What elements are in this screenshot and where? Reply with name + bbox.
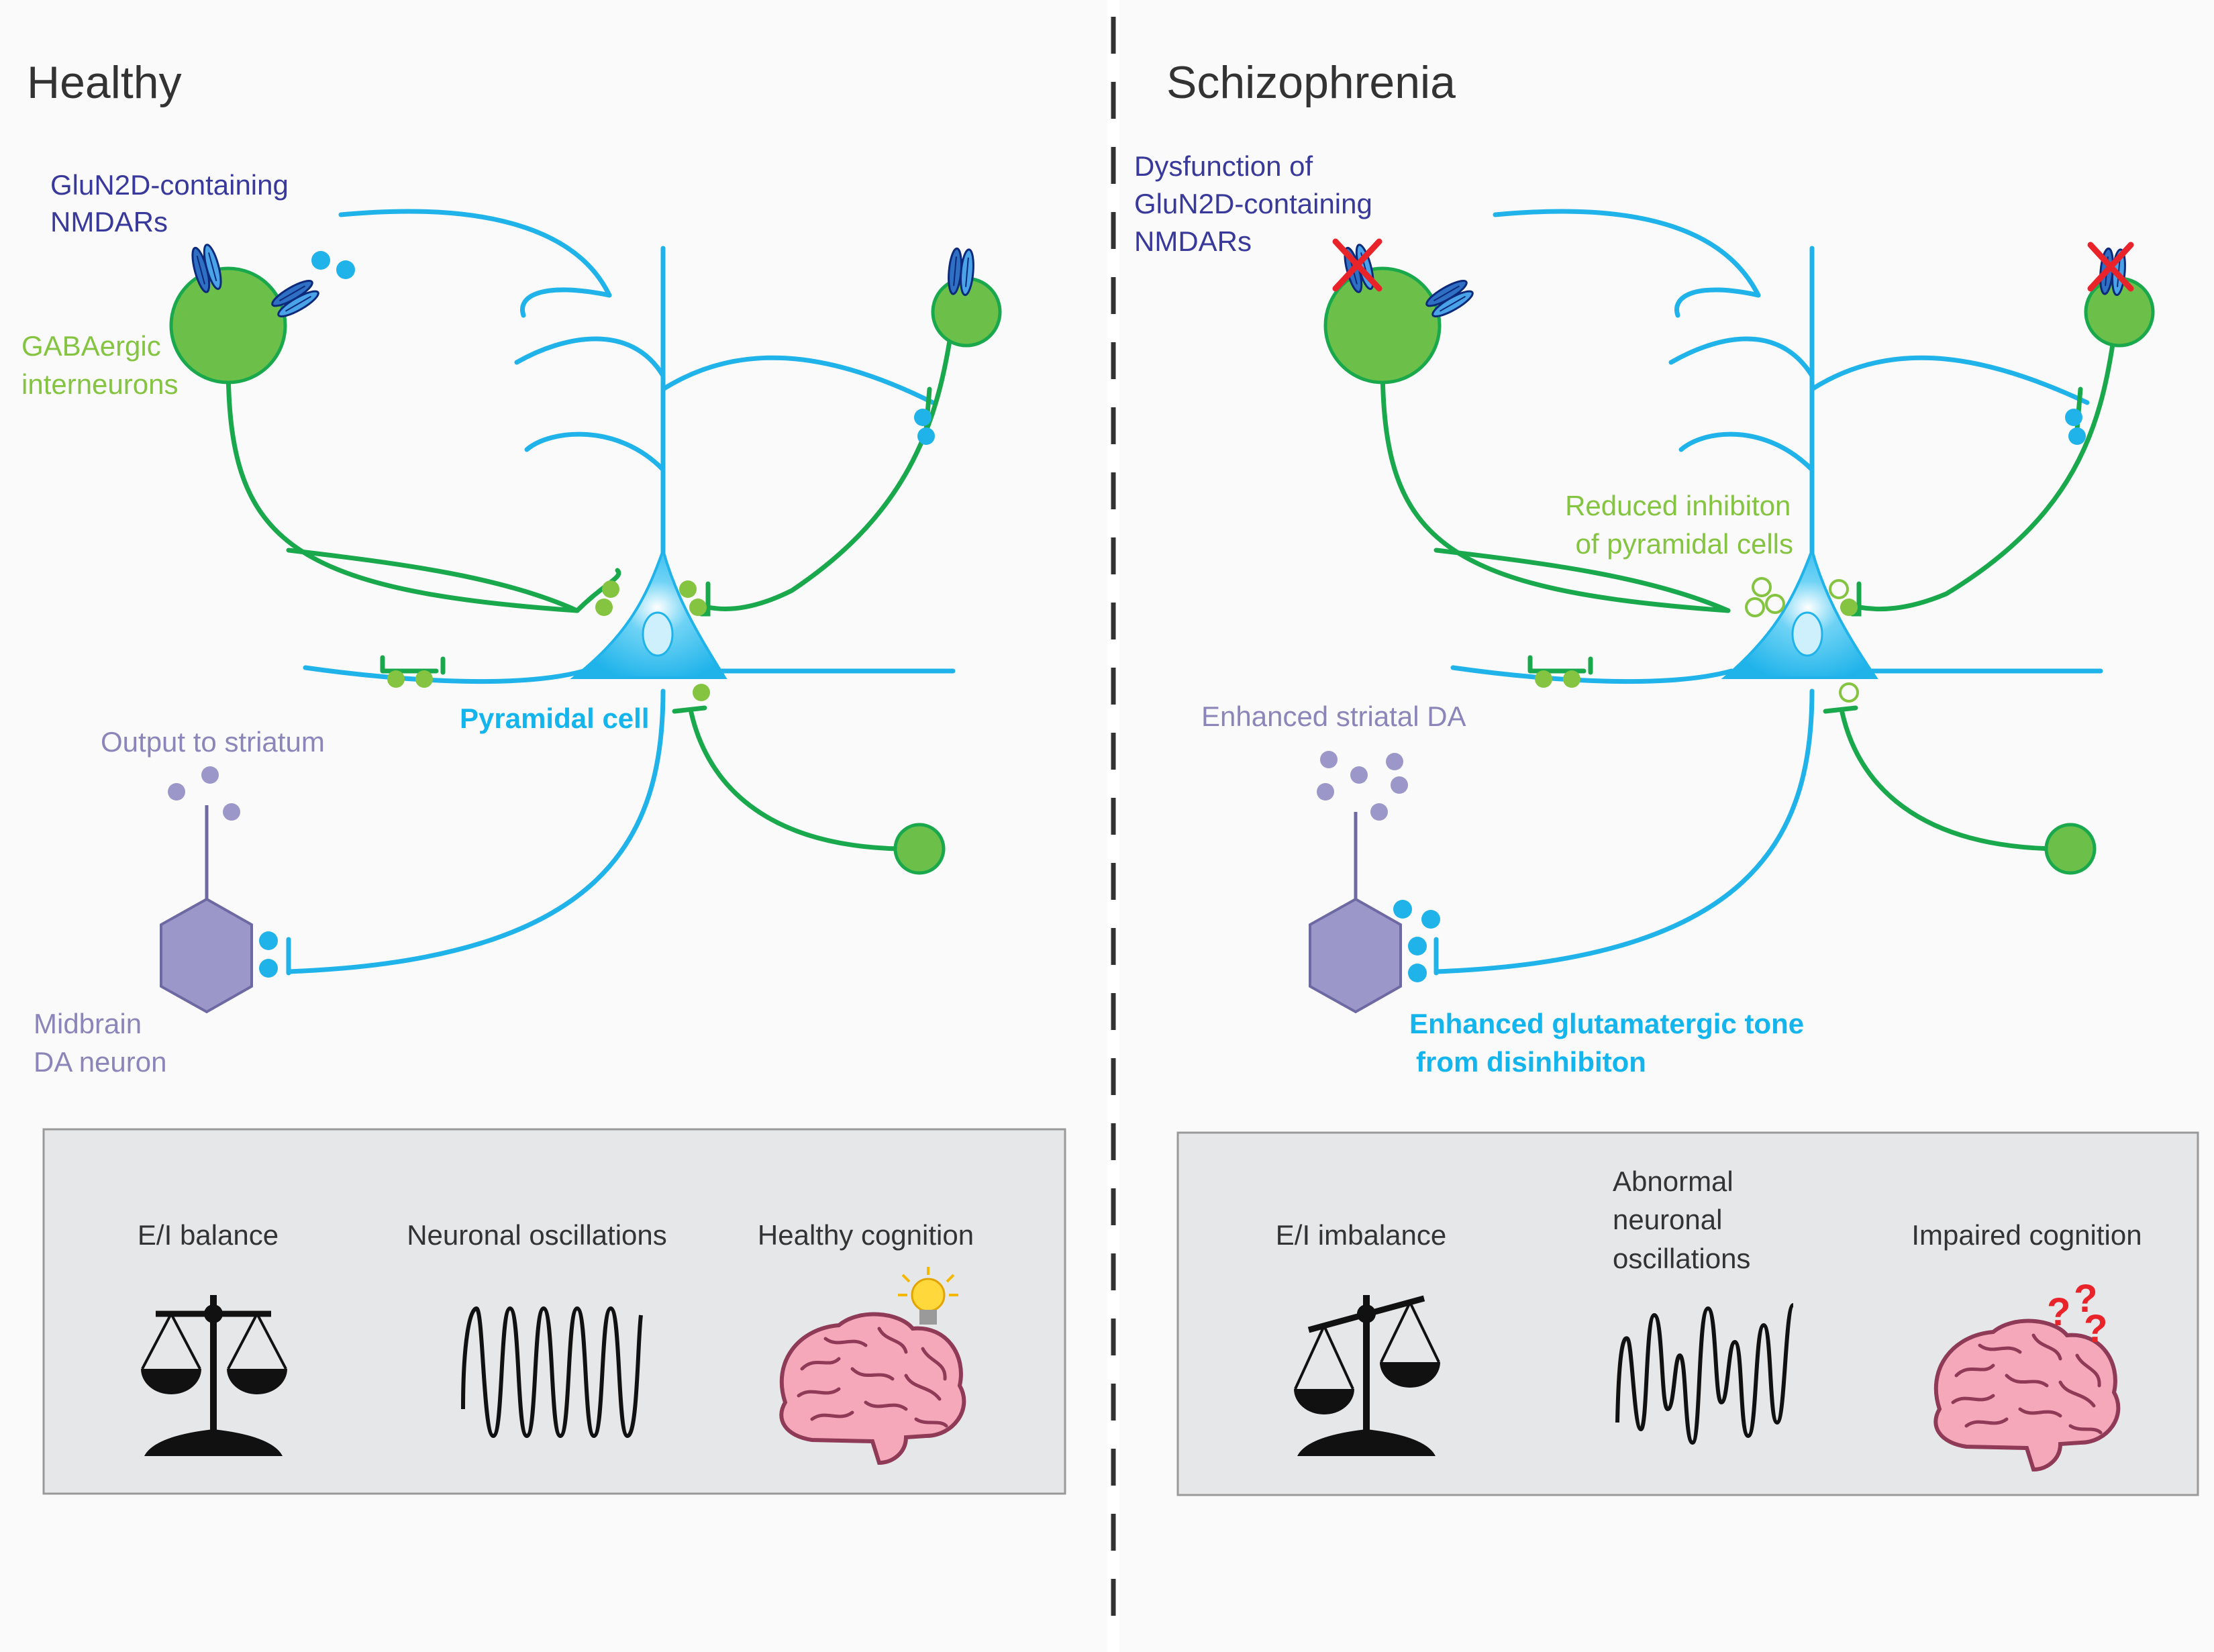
output-label: Output to striatum (101, 726, 325, 758)
schizophrenia-title: Schizophrenia (1166, 57, 1456, 108)
interneuron-label: GABAergic interneurons (21, 330, 178, 400)
balance-scale-icon (141, 1295, 287, 1456)
cognition-label: Healthy cognition (758, 1219, 974, 1251)
tilted-scale-icon (1294, 1295, 1440, 1456)
imbalance-label: E/I imbalance (1276, 1219, 1446, 1251)
receptor-icon (946, 247, 976, 297)
interneuron-large (1323, 266, 1442, 384)
irregular-wave-icon (1615, 1303, 1795, 1445)
glutamate-label: Enhanced glutamatergic tone from disinhi… (1409, 1008, 1812, 1078)
interneuron-small (893, 823, 946, 875)
balance-label: E/I balance (138, 1219, 279, 1251)
oscillations-label: Neuronal oscillations (407, 1219, 667, 1251)
question-marks-icon: ? ? ? (2047, 1277, 2107, 1351)
schizophrenia-receptor-label: Dysfunction of GluN2D-containing NMDARs (1134, 150, 1380, 257)
interneuron-small (2044, 823, 2097, 875)
healthy-receptor-label: GluN2D-containing NMDARs (50, 169, 297, 238)
pyramidal-soma (570, 546, 727, 679)
svg-text:?: ? (2084, 1307, 2107, 1351)
cross-mark-icon (2087, 242, 2134, 292)
schizophrenia-panel: Schizophrenia (1134, 57, 2199, 1496)
da-neuron (1309, 897, 1402, 1014)
svg-text:?: ? (2074, 1277, 2097, 1321)
striatal-label: Enhanced striatal DA (1201, 701, 1466, 732)
svg-text:?: ? (2047, 1290, 2070, 1334)
regular-wave-icon (461, 1306, 643, 1438)
healthy-panel: Healthy (21, 57, 1066, 1495)
light-bulb-icon (898, 1267, 958, 1325)
interneuron-large (169, 266, 287, 384)
cross-mark-icon (1332, 238, 1382, 292)
inhibition-label: Reduced inhibiton of pyramidal cells (1565, 490, 1799, 560)
pyramidal-label: Pyramidal cell (460, 703, 650, 734)
da-neuron (160, 897, 253, 1014)
healthy-title: Healthy (27, 57, 182, 108)
abnormal-oscillations-label: Abnormal neuronal oscillations (1613, 1166, 1750, 1274)
impaired-cognition-label: Impaired cognition (1911, 1219, 2142, 1251)
da-neuron-label: Midbrain DA neuron (34, 1008, 166, 1078)
